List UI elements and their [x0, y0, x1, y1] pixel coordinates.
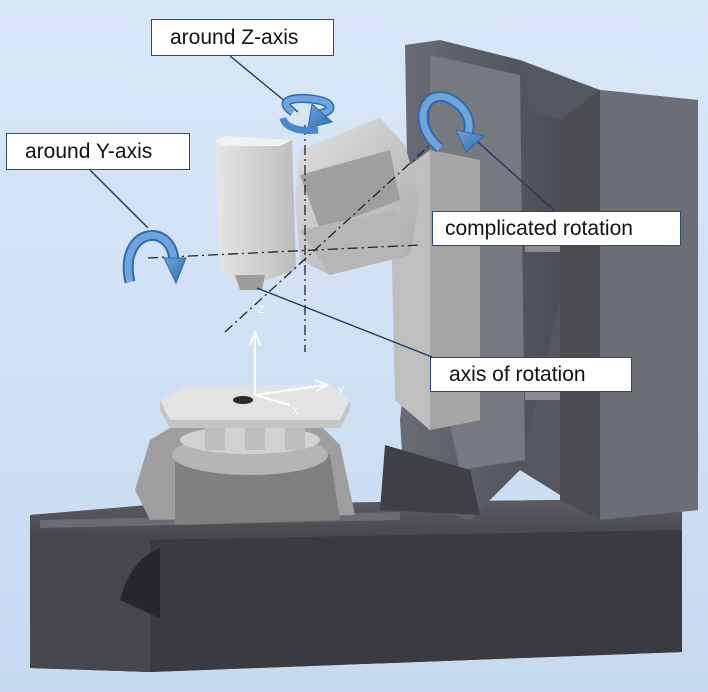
- y-rotation-arrow-icon: [122, 230, 187, 285]
- callout-axis-of-rotation: axis of rotation: [430, 357, 632, 392]
- callout-complicated-rotation: complicated rotation: [432, 211, 681, 246]
- callout-around-z-axis: around Z-axis: [151, 19, 334, 56]
- axis-letter-y: Y: [337, 385, 345, 397]
- spindle-head: [215, 136, 296, 290]
- axis-letter-x: X: [292, 406, 299, 417]
- rotary-table: [135, 385, 355, 525]
- axis-letter-z: Z: [258, 304, 265, 316]
- complicated-rotation-arrow-icon: [417, 90, 486, 153]
- z-rotation-arrow-icon: [279, 94, 335, 134]
- machine-bed: [30, 500, 682, 672]
- rotation-axis-lines: [147, 125, 431, 352]
- callout-around-y-axis: around Y-axis: [6, 133, 190, 170]
- spindle-head-carrier: [295, 118, 420, 275]
- workpiece-axes: [249, 329, 330, 406]
